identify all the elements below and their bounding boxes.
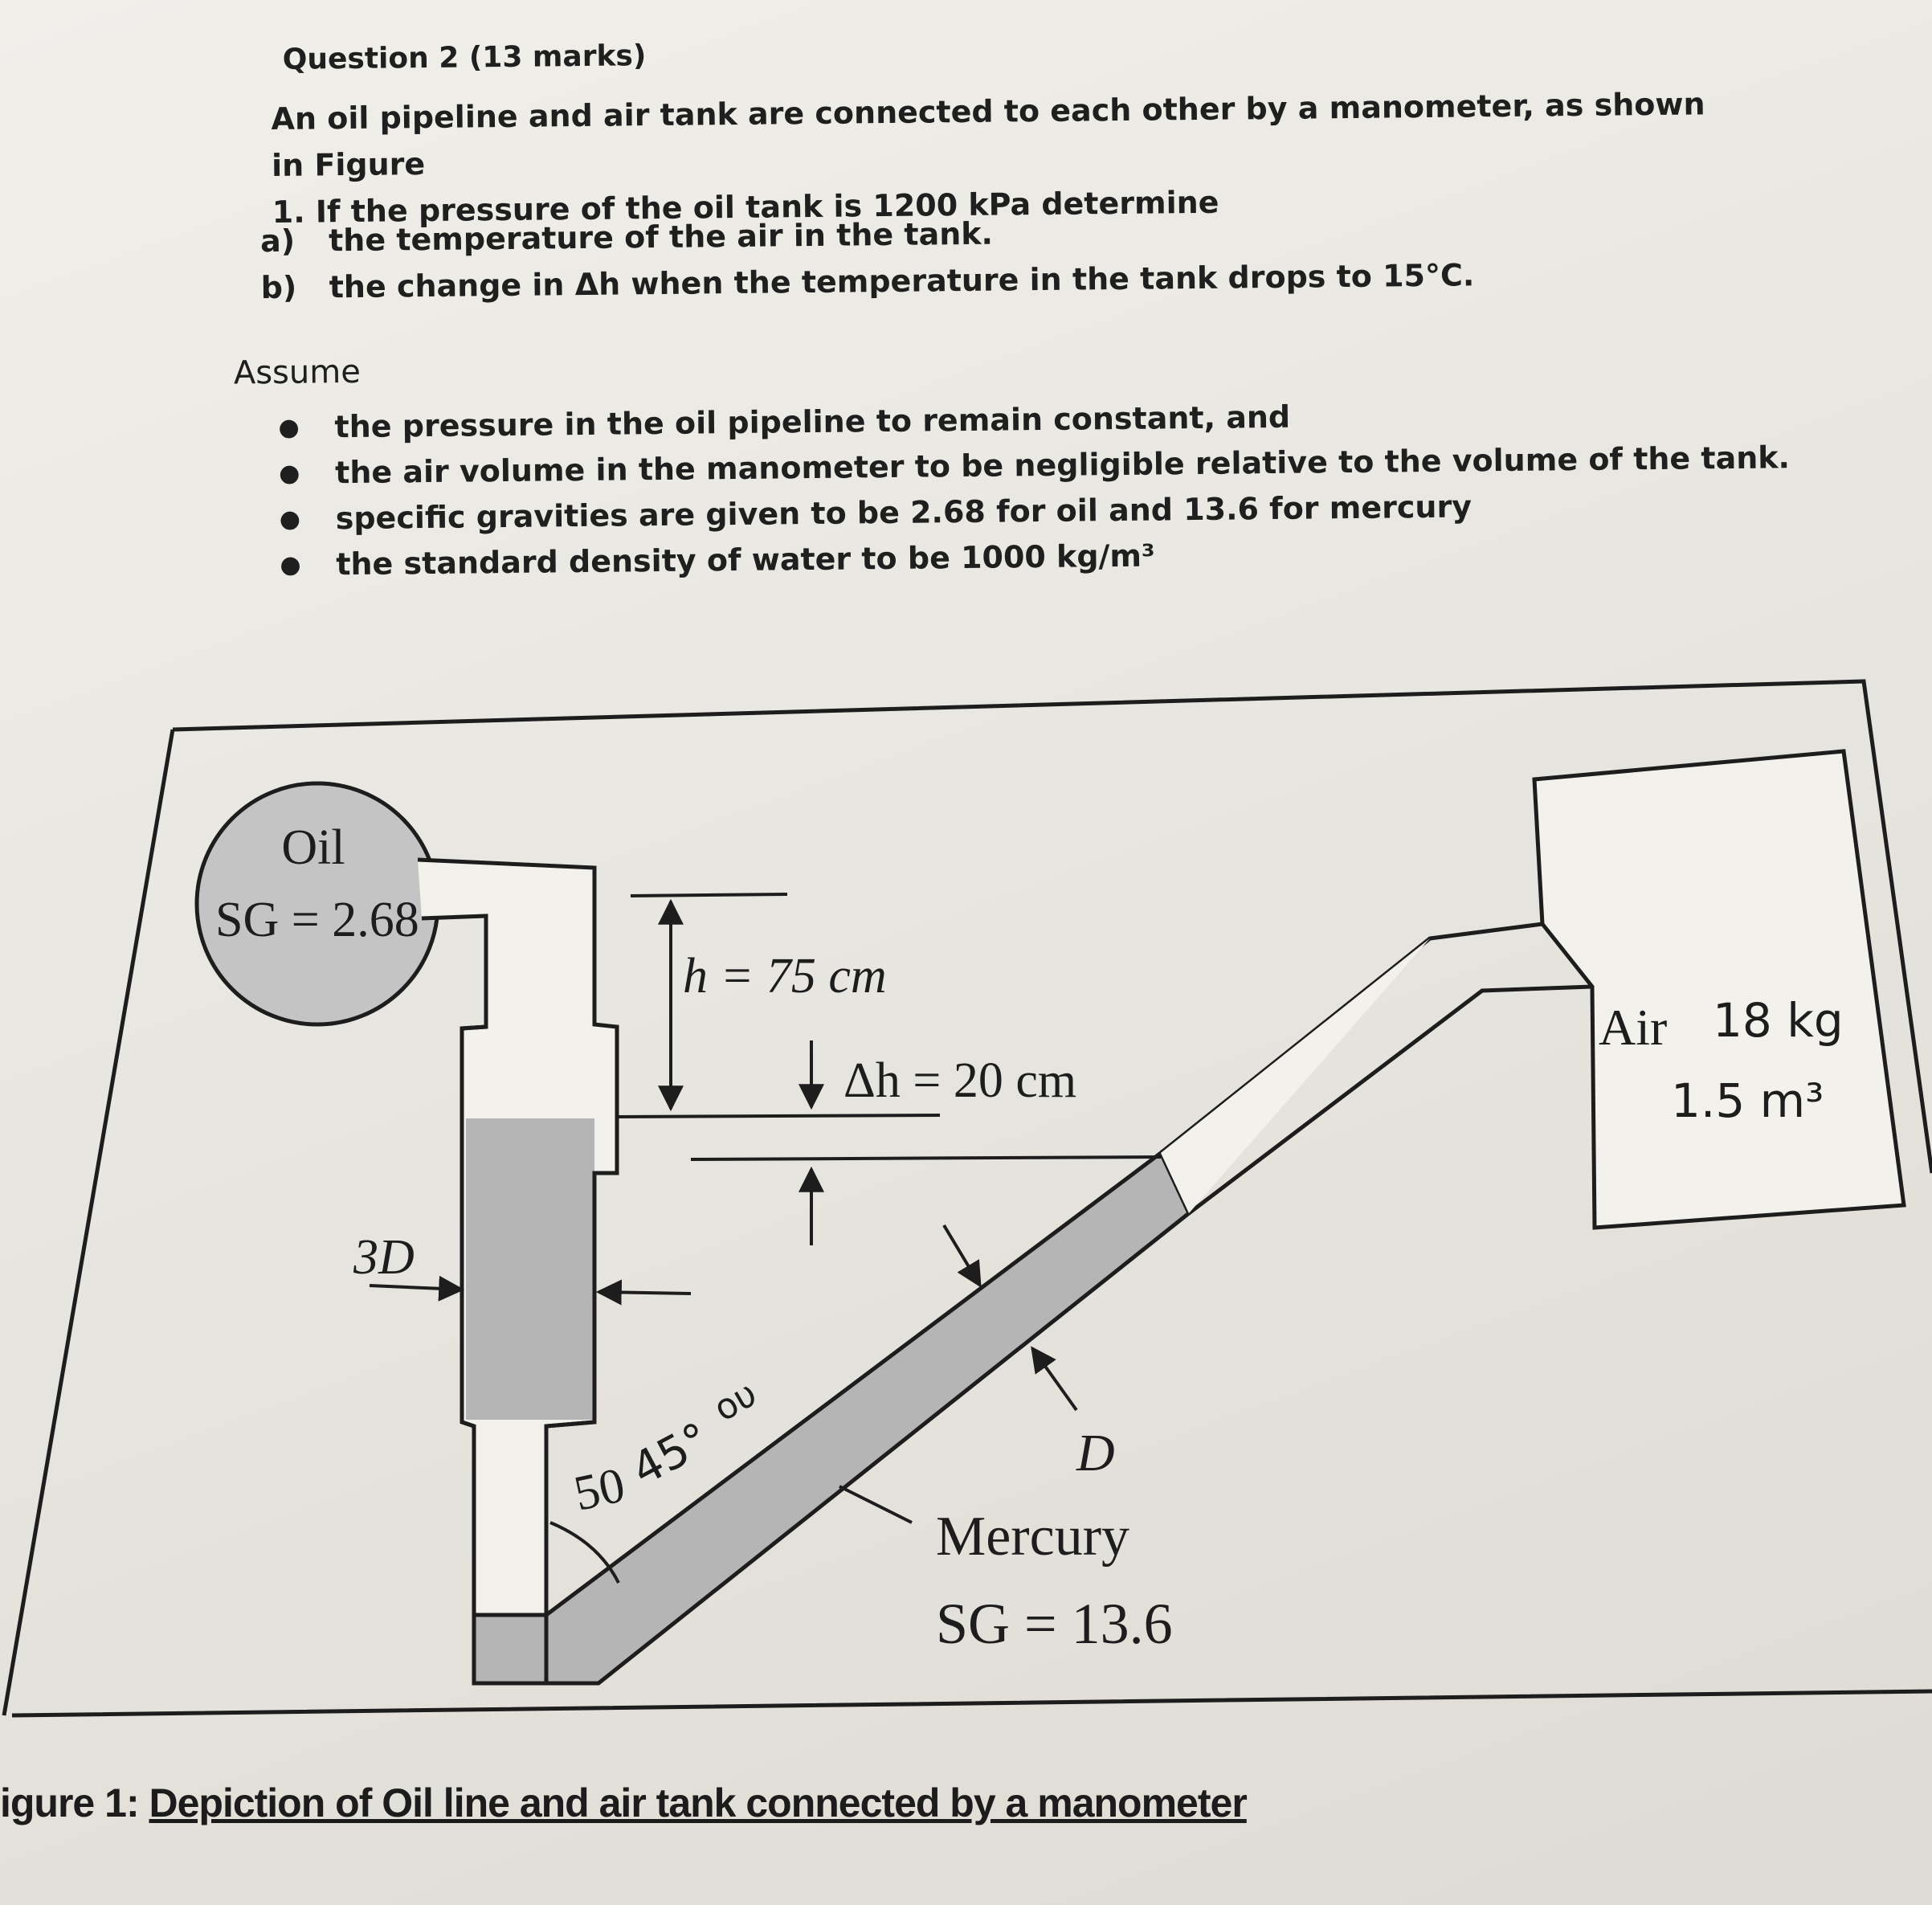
h-top-line — [630, 893, 788, 897]
dh-label: Δh = 20 cm — [843, 1053, 1076, 1108]
intro-line-1: An oil pipeline and air tank are connect… — [271, 86, 1705, 184]
3d-arrow-right — [595, 1279, 692, 1306]
part-a-label: a) — [259, 223, 296, 260]
figure-caption: igure 1: Depiction of Oil line and air t… — [0, 1780, 1248, 1826]
oil-label: Oil — [281, 820, 345, 875]
question-title: Question 2 (13 marks) — [282, 39, 647, 76]
air-mass-label: 18 kg — [1713, 993, 1844, 1048]
bullet-icon: ● — [278, 413, 300, 442]
assumption-list: ● the pressure in the oil pipeline to re… — [278, 389, 1806, 588]
assume-heading: Assume — [233, 353, 361, 392]
question-parts: a) the temperature of the air in the tan… — [260, 203, 1627, 311]
handwritten-angle: 45° — [623, 1412, 718, 1496]
figure-frame — [2, 679, 1932, 1718]
mercury-tube-air-part — [1161, 938, 1430, 1213]
air-volume-label: 1.5 m³ — [1671, 1073, 1824, 1128]
question-text-block: Question 2 (13 marks) An oil pipeline an… — [0, 0, 1932, 621]
manometer-figure: Oil SG = 2.68 h = 75 cm Δh = 20 cm 3D 50… — [2, 679, 1932, 1718]
h-bottom-line — [616, 1114, 941, 1118]
bullet-icon: ● — [279, 505, 301, 533]
mercury-sg-label: SG = 13.6 — [936, 1592, 1173, 1656]
three-d-label: 3D — [353, 1230, 415, 1285]
mercury-leader — [839, 1485, 913, 1524]
d-arrow-upper — [942, 1224, 982, 1288]
d-arrow-lower — [1031, 1346, 1078, 1412]
mercury-label: Mercury — [936, 1506, 1129, 1568]
oil-sg-label: SG = 2.68 — [215, 893, 419, 947]
bullet-icon: ● — [280, 550, 301, 579]
angle-label: 50 — [570, 1457, 630, 1521]
handwritten-note: ου — [707, 1373, 764, 1429]
air-tank — [1532, 749, 1906, 1230]
bullet-icon: ● — [278, 459, 300, 488]
3d-arrow-left — [369, 1275, 465, 1302]
dh-bottom-line — [690, 1155, 1162, 1161]
caption-title: Depiction of Oil line and air tank conne… — [149, 1780, 1247, 1825]
part-a-text: the temperature of the air in the tank. — [328, 215, 994, 259]
assumption-text: the standard density of water to be 1000… — [336, 538, 1155, 583]
angle-arc — [549, 1521, 620, 1584]
part-b-label: b) — [260, 269, 297, 306]
air-label: Air — [1599, 999, 1667, 1056]
d-label: D — [1076, 1424, 1115, 1482]
h-label: h = 75 cm — [683, 949, 887, 1004]
mercury-column — [466, 1118, 594, 1420]
caption-prefix: igure 1: — [0, 1780, 149, 1825]
